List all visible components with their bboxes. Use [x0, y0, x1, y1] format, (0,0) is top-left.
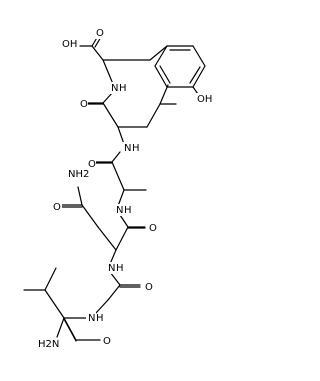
- leu-nitrogen-hydrogen-label: H: [132, 143, 140, 154]
- gly-carbonyl-oxygen-label: O: [145, 282, 153, 293]
- phenol-oh-label: OH: [197, 94, 212, 105]
- ala-carbonyl-oxygen-label: O: [88, 159, 96, 170]
- leu2-carbonyl-oxygen-label: O: [103, 336, 111, 347]
- atom-labels: OH O N H OH O N H O NH2 O N H O N H O N …: [38, 27, 212, 350]
- carboxyl-oxygen-label: O: [96, 28, 104, 39]
- gln-amide-nh2-label: NH2: [68, 169, 89, 180]
- gln-amide-oxygen-label: O: [53, 202, 61, 213]
- gln-carbonyl-oxygen-label: O: [149, 223, 157, 234]
- tyr-nitrogen-hydrogen-label: H: [119, 83, 127, 94]
- peptide-structure-diagram: OH O N H OH O N H O NH2 O N H O N H O N …: [23, 27, 212, 350]
- gly-nitrogen-label: N: [88, 313, 95, 324]
- leu-carbonyl-oxygen-label: O: [80, 99, 88, 110]
- n-terminal-amine-label: H2N: [38, 339, 59, 350]
- leu-nitrogen-label: N: [124, 143, 131, 154]
- gln-nitrogen-hydrogen-label: H: [116, 263, 124, 274]
- ala-nitrogen-label: N: [116, 205, 123, 216]
- carboxyl-oh-label: OH: [62, 39, 77, 50]
- gln-nitrogen-label: N: [108, 263, 115, 274]
- gly-nitrogen-hydrogen-label: H: [96, 313, 104, 324]
- tyr-nitrogen-label: N: [111, 83, 118, 94]
- bonds: [23, 35, 206, 342]
- ala-nitrogen-hydrogen-label: H: [124, 205, 132, 216]
